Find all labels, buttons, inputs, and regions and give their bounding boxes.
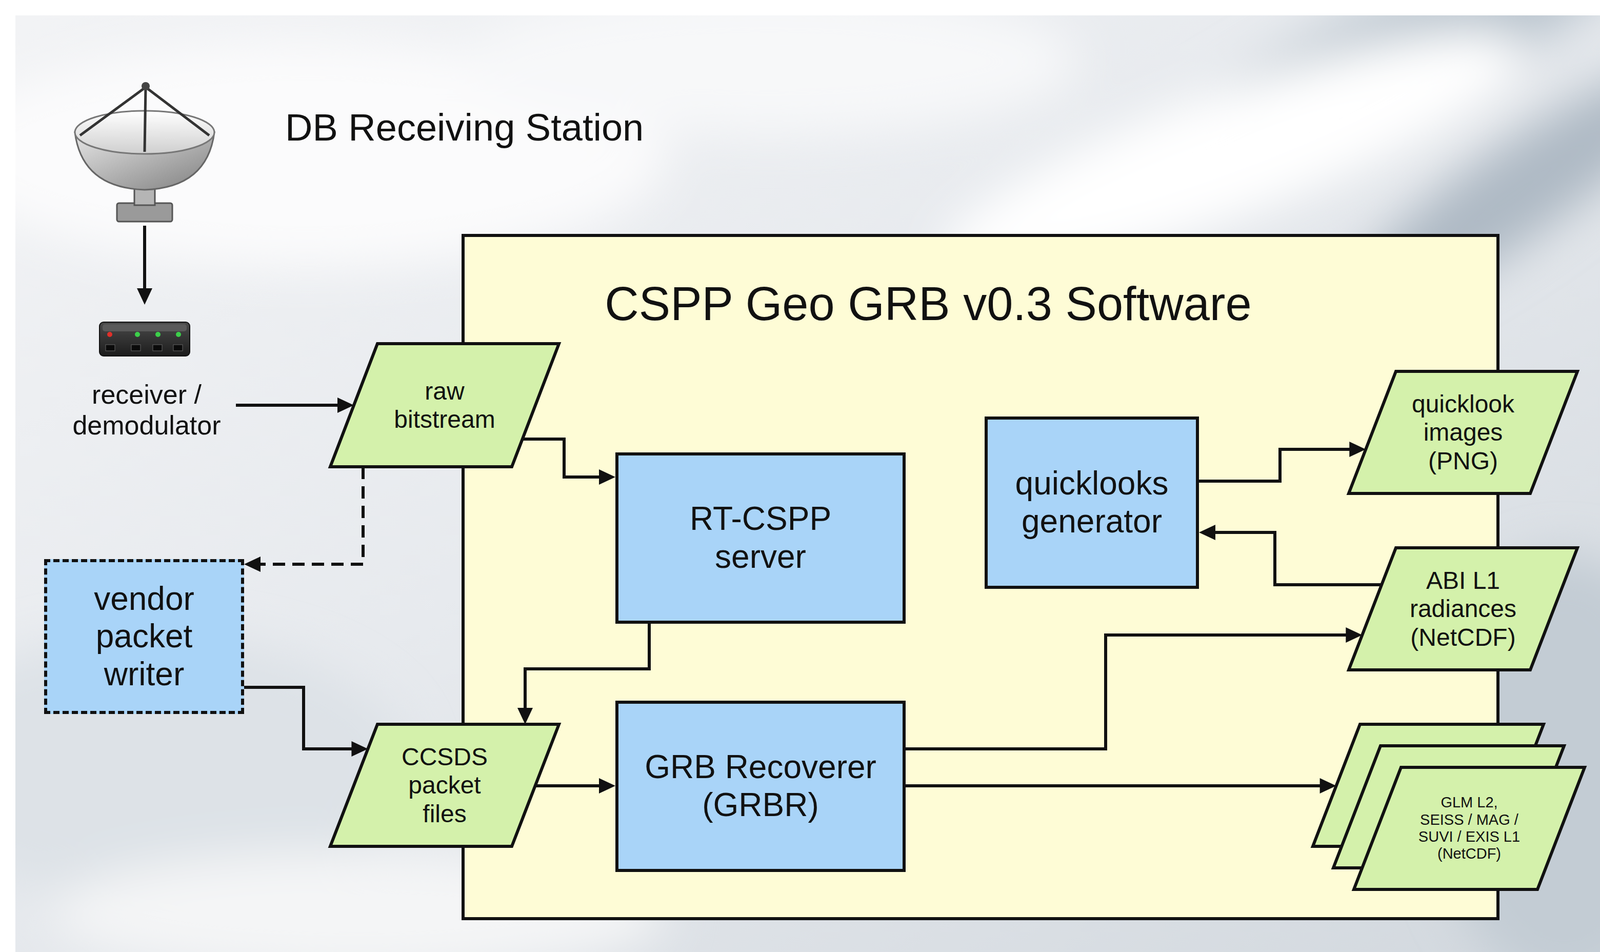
parallelogram-shape <box>1348 547 1578 670</box>
data-parallelogram: CCSDS packet files <box>330 724 559 847</box>
connector <box>235 397 354 413</box>
cloud-group <box>15 15 1600 952</box>
arrowhead <box>244 556 261 572</box>
node-label: GLM L2, SEISS / MAG / SUVI / EXIS L1 (Ne… <box>1417 793 1521 863</box>
status-led <box>175 331 182 337</box>
signal-arrow-line <box>143 225 147 290</box>
node-label: GRB Recoverer (GRBR) <box>637 748 884 824</box>
connector-line <box>244 687 353 749</box>
node-label: quicklook images (PNG) <box>1404 389 1523 475</box>
node-label: receiver / demodulator <box>69 379 224 442</box>
port <box>173 344 183 351</box>
receiver-top <box>102 324 187 332</box>
feed-strut <box>80 87 146 136</box>
node-label: RT-CSPP server <box>668 500 853 576</box>
group-heading: CSPP Geo GRB v0.3 Software <box>466 277 1390 330</box>
connector <box>244 466 364 572</box>
receiver-label: receiver / demodulator <box>57 367 236 454</box>
data-parallelogram: quicklook images (PNG) <box>1348 371 1578 494</box>
node-label: vendor packet writer <box>67 580 222 694</box>
data-parallelogram: ABI L1 radiances (NetCDF) <box>1348 547 1578 670</box>
process-box: GRB Recoverer (GRBR) <box>615 700 906 872</box>
node-label: quicklooks generator <box>999 464 1185 540</box>
port <box>152 344 163 351</box>
port <box>105 344 115 351</box>
connector <box>244 687 368 757</box>
node-label: ABI L1 radiances (NetCDF) <box>1404 566 1523 652</box>
process-box: RT-CSPP server <box>615 452 906 624</box>
connector-line <box>259 466 364 565</box>
optional-process-box: vendor packet writer <box>44 558 245 714</box>
status-led <box>107 331 113 337</box>
connector-line <box>235 403 339 407</box>
receiver-icon <box>99 322 190 356</box>
feed-strut <box>144 87 146 152</box>
process-box: quicklooks generator <box>984 416 1199 589</box>
connector-line <box>535 784 600 788</box>
title-holder: DB Receiving Station <box>285 105 644 150</box>
data-parallelogram: raw bitstream <box>330 343 559 467</box>
node-label: CCSDS packet files <box>385 742 504 828</box>
station-title: DB Receiving Station <box>285 105 644 150</box>
stacked-parallelogram <box>1353 767 1585 890</box>
port <box>131 344 141 351</box>
cloud-blur <box>15 15 1600 952</box>
parallelogram-outline <box>330 343 559 467</box>
feed-strut <box>145 87 210 136</box>
status-led <box>134 331 140 337</box>
connector-line <box>905 784 1322 788</box>
node-label: raw bitstream <box>385 376 504 434</box>
satellite-dish <box>74 82 215 222</box>
status-led <box>155 331 161 337</box>
signal-arrowhead <box>136 288 153 305</box>
receiver-case <box>99 322 190 356</box>
parallelogram-shape <box>1348 371 1578 494</box>
feed-horn <box>141 82 150 91</box>
stacked-data-parallelogram: GLM L2, SEISS / MAG / SUVI / EXIS L1 (Ne… <box>1312 724 1585 890</box>
